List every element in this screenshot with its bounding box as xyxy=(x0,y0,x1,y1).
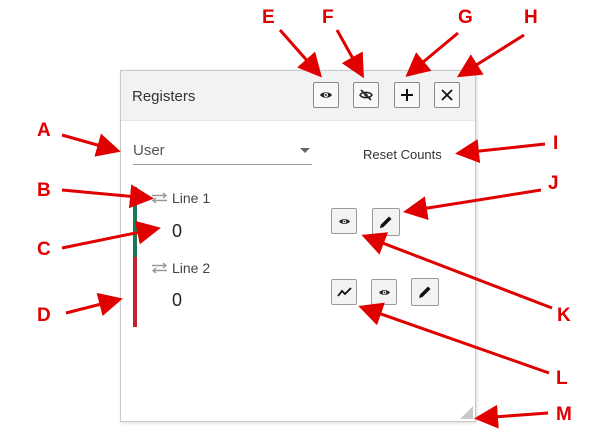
callout-label-i: I xyxy=(553,133,559,154)
callout-label-a: A xyxy=(37,120,51,141)
callout-arrow-e xyxy=(278,29,322,78)
callout-label-e: E xyxy=(262,7,275,28)
pencil-icon xyxy=(419,286,431,298)
register-name-line-1: Line 1 xyxy=(150,190,210,206)
plus-icon xyxy=(401,89,413,101)
callout-arrow-g xyxy=(405,31,459,77)
callout-label-c: C xyxy=(37,239,51,260)
callout-arrow-d xyxy=(65,292,123,317)
callout-label-g: G xyxy=(458,7,473,28)
line-2-edit-button[interactable] xyxy=(411,278,439,306)
panel-title: Registers xyxy=(132,88,196,105)
eye-icon xyxy=(378,289,390,295)
callout-arrow-m xyxy=(474,404,549,429)
register-color-bar-line-2 xyxy=(133,257,137,327)
callout-label-k: K xyxy=(557,305,571,326)
register-value-line-2: 0 xyxy=(172,290,183,310)
callout-arrow-f xyxy=(335,29,364,79)
register-name-line-2: Line 2 xyxy=(150,260,210,276)
show-all-button[interactable] xyxy=(313,82,339,108)
resize-grip-icon[interactable] xyxy=(460,406,473,419)
callout-arrow-h xyxy=(456,33,525,78)
hide-all-button[interactable] xyxy=(353,82,379,108)
close-panel-button[interactable] xyxy=(434,82,460,108)
register-type-value: User xyxy=(133,142,165,159)
chevron-down-icon xyxy=(300,148,310,153)
line-2-visibility-button[interactable] xyxy=(371,279,397,305)
panel-header: Registers xyxy=(121,71,475,121)
eye-icon xyxy=(338,218,350,224)
callout-label-h: H xyxy=(524,7,538,28)
callout-label-m: M xyxy=(556,404,572,425)
callout-label-j: J xyxy=(548,173,559,194)
line-2-chart-button[interactable] xyxy=(331,279,357,305)
swap-arrows-icon[interactable] xyxy=(150,262,169,274)
register-label: Line 2 xyxy=(172,260,211,276)
callout-label-d: D xyxy=(37,305,51,326)
register-type-select[interactable]: User xyxy=(133,135,312,165)
swap-arrows-icon[interactable] xyxy=(150,192,169,204)
callout-arrow-a xyxy=(61,133,121,157)
line-1-edit-button[interactable] xyxy=(372,208,400,236)
register-label: Line 1 xyxy=(172,190,211,206)
callout-label-b: B xyxy=(37,180,51,201)
callout-label-l: L xyxy=(556,368,568,389)
registers-panel: Registers U xyxy=(120,70,476,422)
trend-line-icon xyxy=(336,287,352,297)
add-register-button[interactable] xyxy=(394,82,420,108)
eye-icon xyxy=(320,92,332,98)
reset-counts-link[interactable]: Reset Counts xyxy=(363,147,442,162)
register-value-line-1: 0 xyxy=(172,221,183,241)
close-icon xyxy=(441,89,453,101)
line-1-visibility-button[interactable] xyxy=(331,208,357,234)
pencil-icon xyxy=(380,216,392,228)
callout-label-f: F xyxy=(322,7,334,28)
register-color-bar-line-1 xyxy=(133,187,137,257)
eye-slash-icon xyxy=(359,89,373,101)
